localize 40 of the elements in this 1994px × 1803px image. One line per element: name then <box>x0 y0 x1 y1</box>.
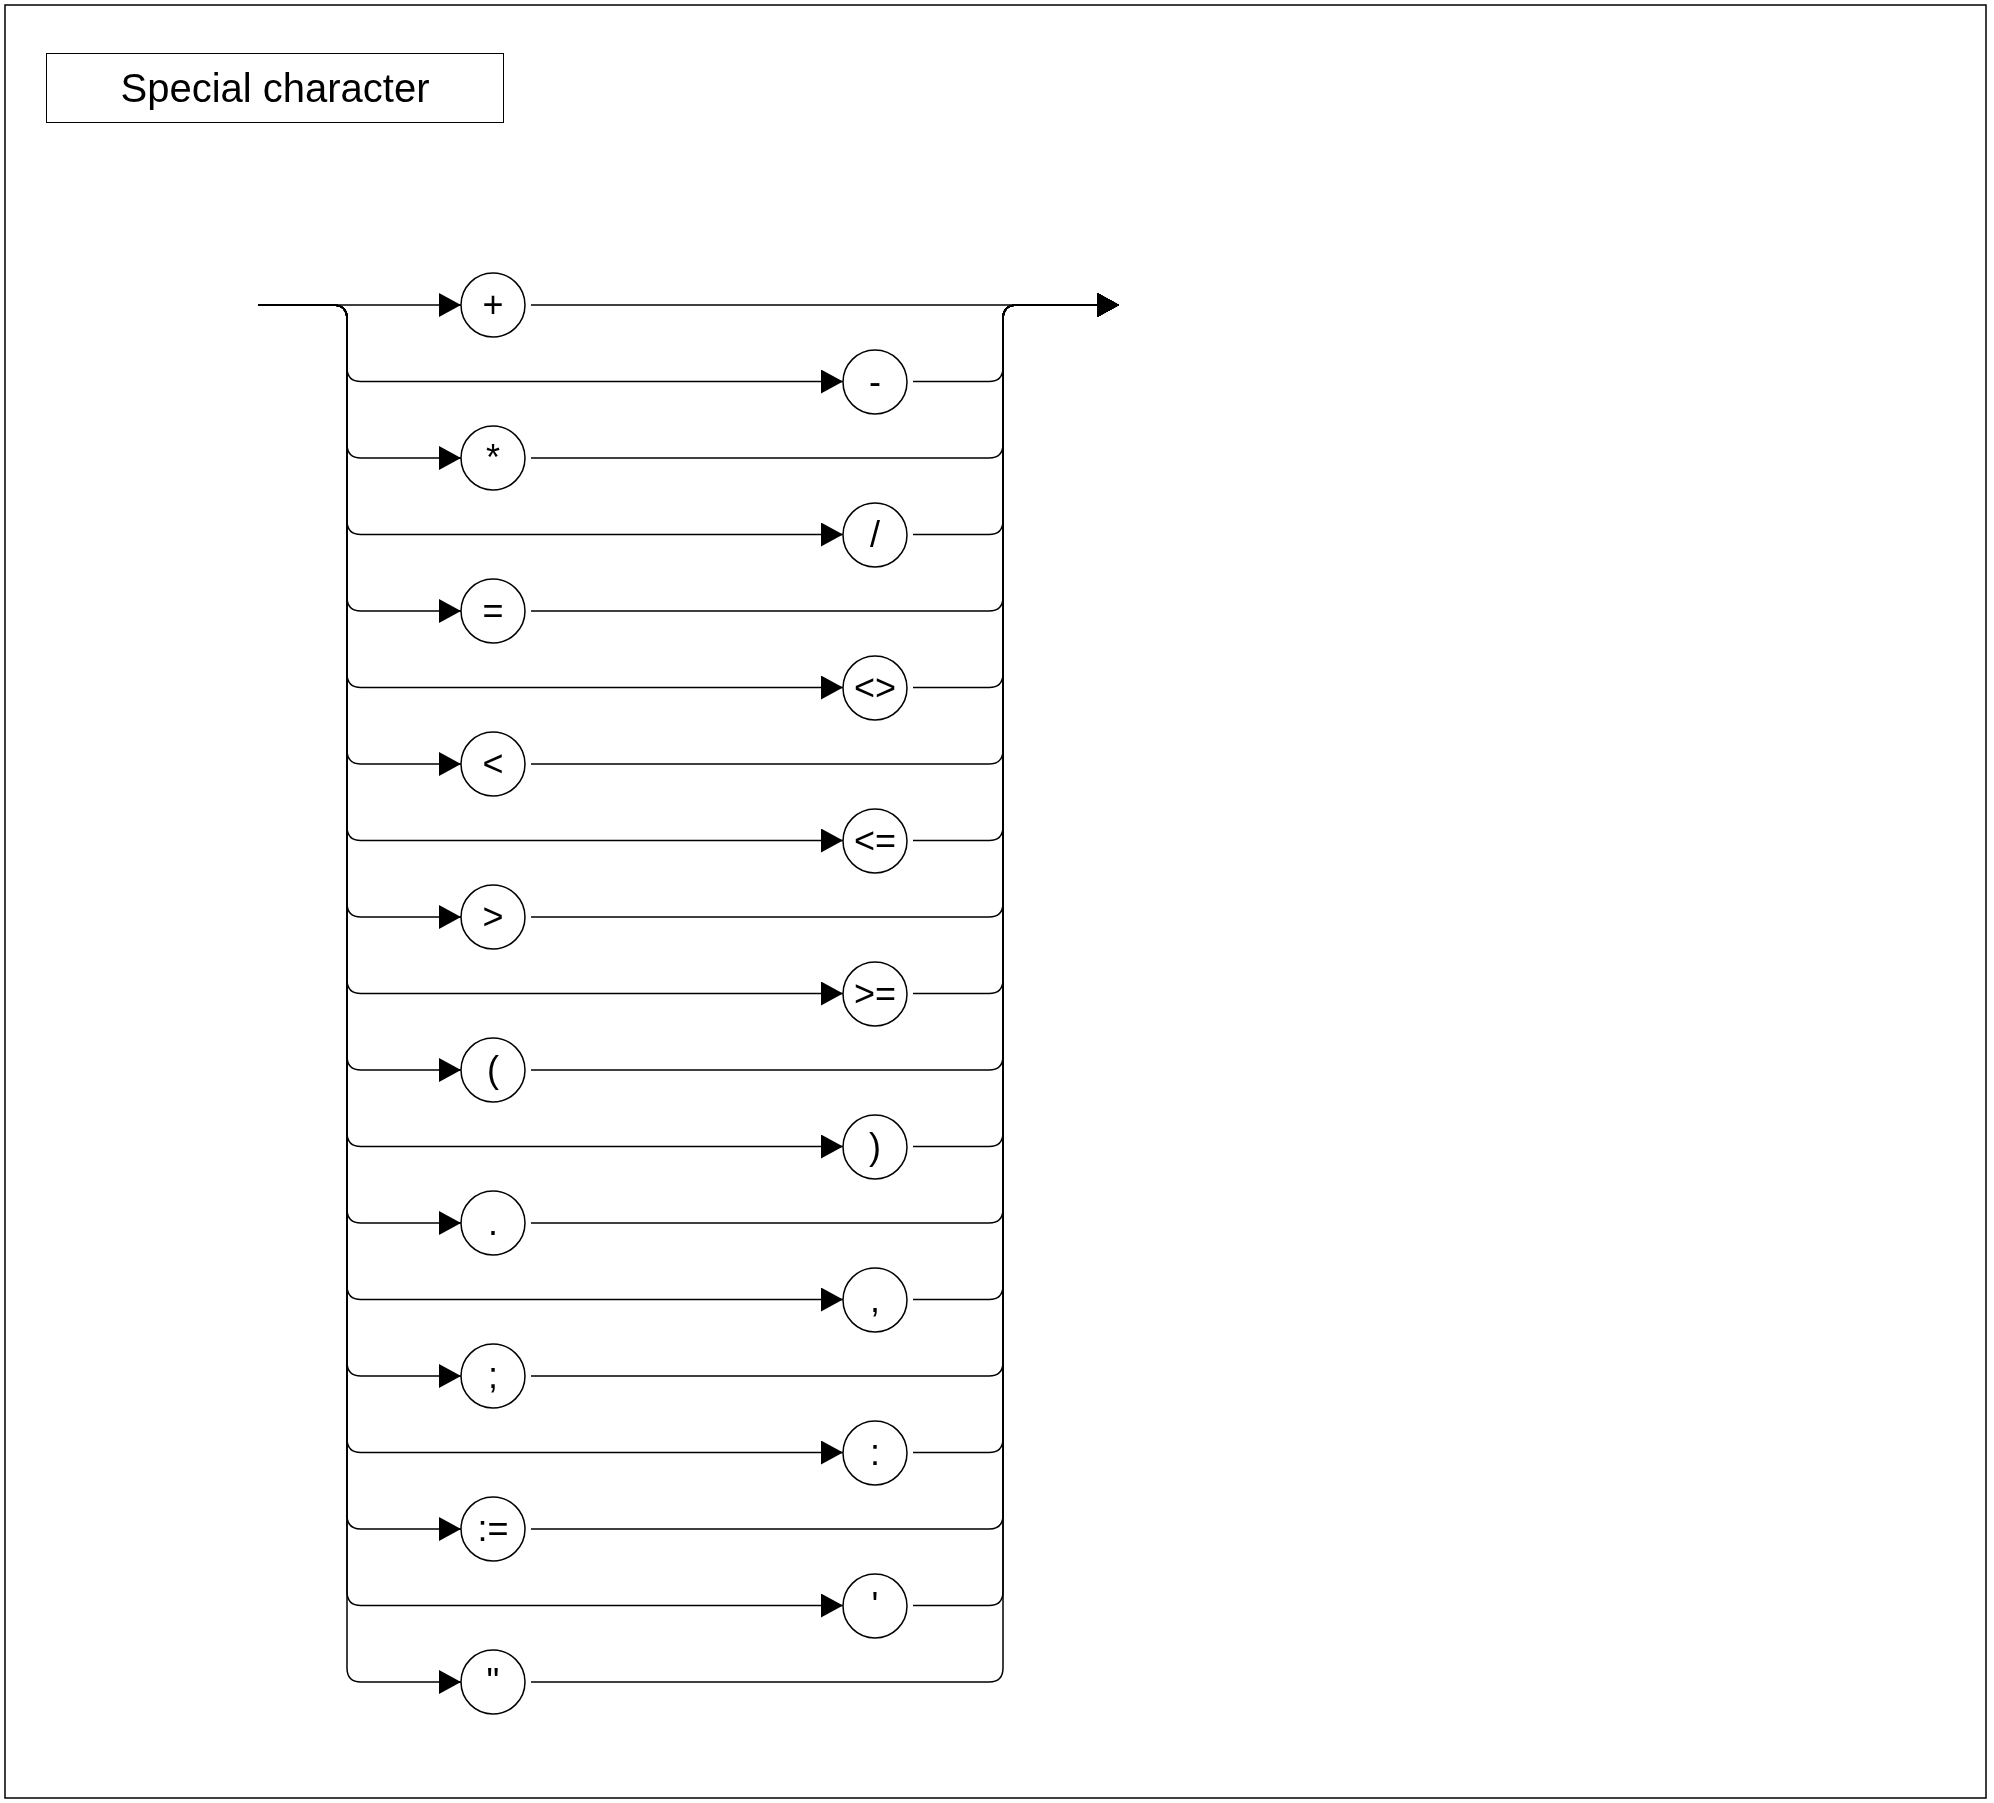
symbol-circle <box>460 1496 526 1562</box>
symbol-text: . <box>488 1205 498 1241</box>
symbol-circle <box>842 1419 908 1486</box>
symbol-text: >= <box>853 975 896 1012</box>
symbol-text: : <box>870 1434 880 1471</box>
symbol-text: = <box>482 593 504 629</box>
heading-box <box>46 53 504 123</box>
symbol-circle <box>842 807 908 874</box>
symbol-circle <box>460 425 526 491</box>
heading-text: Special character <box>120 68 430 108</box>
symbol-circle <box>460 578 526 644</box>
symbol-text: - <box>869 363 881 400</box>
symbol-text: <> <box>853 669 896 706</box>
symbol-circle <box>460 884 526 950</box>
symbol-circle <box>842 348 908 415</box>
symbol-text: / <box>870 516 880 553</box>
symbol-circle <box>842 654 908 721</box>
symbol-circle <box>842 960 908 1027</box>
symbol-circle <box>460 272 526 338</box>
symbol-circle <box>842 1113 908 1180</box>
symbol-circle <box>460 1649 526 1715</box>
symbol-text: ( <box>487 1052 499 1088</box>
symbol-text: + <box>482 287 504 323</box>
symbol-text: ) <box>869 1128 881 1165</box>
symbol-text: <= <box>853 822 896 859</box>
symbol-circle <box>460 731 526 797</box>
symbol-circle <box>842 1266 908 1333</box>
symbol-circle <box>460 1343 526 1409</box>
symbol-text: ' <box>871 1587 879 1624</box>
symbol-text: ; <box>488 1358 498 1394</box>
symbol-text: < <box>482 746 504 782</box>
symbol-circle <box>842 501 908 568</box>
symbol-circle <box>460 1037 526 1103</box>
symbol-text: * <box>486 440 500 476</box>
symbol-text: , <box>870 1281 880 1318</box>
symbol-circle <box>460 1190 526 1256</box>
symbol-text: := <box>477 1511 509 1547</box>
symbol-circle <box>842 1572 908 1639</box>
symbol-text: > <box>482 899 504 935</box>
symbol-text: " <box>486 1664 500 1700</box>
